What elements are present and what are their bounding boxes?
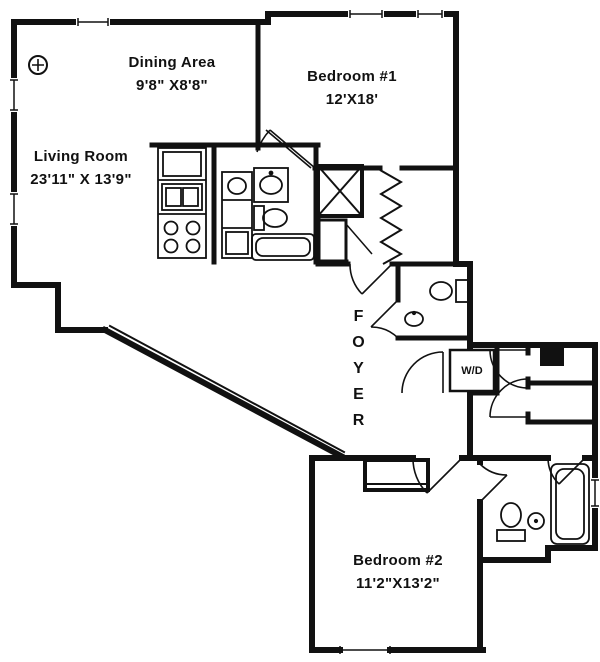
living-room-label: Living Room 23'11" X 13'9" [2,146,160,191]
closet-door-upper [489,349,529,389]
room-name: Living Room [33,148,129,165]
kitchen-fixtures [157,147,253,259]
hall-door [349,263,393,295]
closet-door [345,223,373,255]
powder-room-fixtures [404,279,469,327]
room-name: Bedroom #2 [353,552,443,569]
bathroom2-fixtures [496,463,590,545]
sink [259,175,283,195]
toilet-tank [496,529,526,542]
washer-dryer-label: W/D [461,365,483,377]
washer-dryer [448,348,496,393]
compass-icon [28,55,48,75]
room-name: Bedroom #1 [307,68,397,85]
outer-walls [11,11,598,653]
dining-area-label: Dining Area 9'8" X8'8" [92,52,252,97]
bathroom2-door-hall [547,457,586,485]
kitchen-counter [221,171,253,259]
bathroom2-door-bedroom [479,463,508,503]
bedroom1-door [256,129,316,169]
kitchen-sink [161,183,203,211]
shaft [316,164,373,264]
windows [9,9,600,654]
closet-doors-bedroom1 [379,169,403,265]
bedroom2-closet [363,458,430,492]
refrigerator [162,151,202,177]
room-dims: 9'8" X8'8" [136,76,208,94]
closet-door-lower [489,378,529,418]
hall-closet [316,218,348,264]
vanity [253,167,289,203]
doors [256,129,586,503]
bathtub [251,233,315,261]
sink [527,512,545,530]
room-dims: 23'11" X 13'9" [30,170,132,188]
toilet [500,502,522,528]
bedroom2-door [412,457,463,494]
toilet [262,208,288,228]
powder-room-door [370,299,399,339]
bedroom1-label: Bedroom #1 12'X18' [272,66,432,111]
laundry-door [401,351,444,394]
closet-shelf-block [540,348,564,366]
stove-burners [163,220,201,254]
room-dims: 12'X18' [325,90,379,108]
toilet-tank [253,205,265,231]
bedroom2-label: Bedroom #2 11'2"X13'2" [318,550,478,595]
bathtub [550,463,590,545]
foyer-label: FOYER [350,308,367,438]
toilet-tank [455,279,469,303]
toilet [429,281,453,301]
room-name: Dining Area [128,54,216,71]
room-dims: 11'2"X13'2" [356,574,440,592]
bathroom1-fixtures [251,167,315,261]
